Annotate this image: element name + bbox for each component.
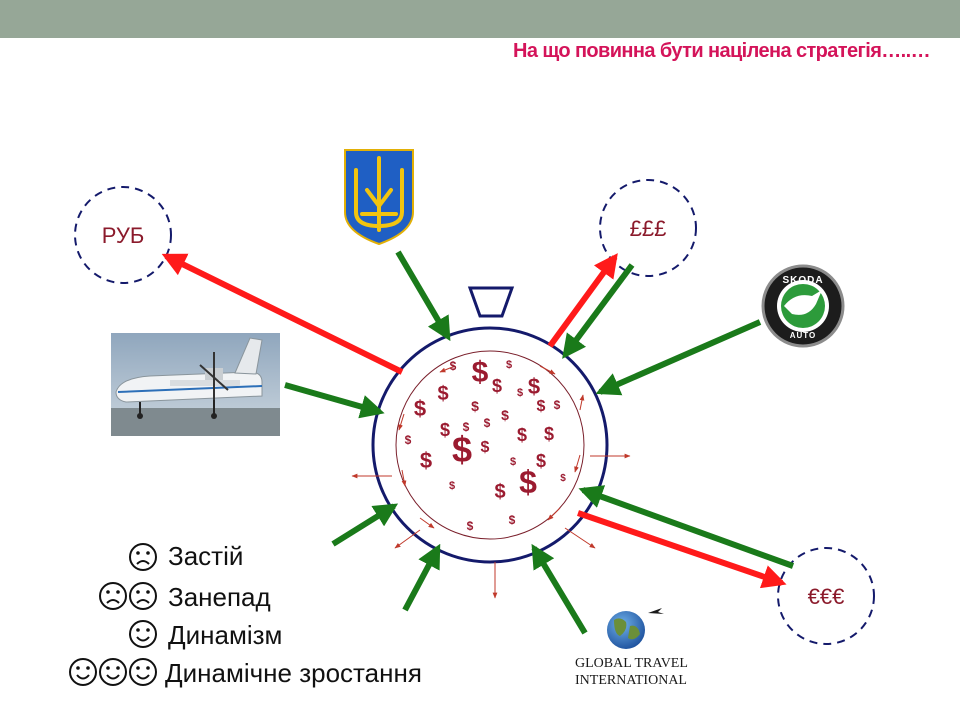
stopwatch-outer-ring — [371, 326, 609, 564]
inflow-arrow-bottom-left-2 — [402, 543, 441, 612]
currency-gbp-label: £££ — [630, 216, 667, 241]
skoda-logo-icon: SKODA AUTO — [761, 264, 845, 348]
dollar-sign: $ — [537, 398, 546, 415]
dollar-sign: $ — [494, 481, 505, 503]
skoda-auto-label: AUTO — [790, 331, 817, 340]
dollar-sign: $ — [509, 513, 516, 527]
dollar-sign: $ — [517, 387, 523, 399]
inflow-arrow-eur — [578, 485, 795, 569]
sad-face-icon — [129, 582, 157, 610]
sad-face-icon — [99, 582, 127, 610]
currency-rub-label: РУБ — [102, 223, 145, 248]
dollar-sign: $ — [484, 416, 491, 430]
skoda-label: SKODA — [782, 275, 823, 286]
stopwatch-inner-ring — [395, 350, 585, 540]
dollar-sign: $ — [452, 429, 472, 470]
inflow-arrow-airplane — [284, 382, 385, 419]
legend-label-stagnation: Застій — [168, 541, 243, 571]
legend-label-dynamism: Динамізм — [168, 620, 282, 650]
stopwatch — [371, 286, 609, 564]
dollar-sign: $ — [517, 425, 527, 445]
outflow-arrow-gbp — [547, 253, 618, 348]
slide-title: На що повинна бути націлена стратегія…..… — [513, 40, 931, 62]
dollar-sign: $ — [510, 456, 516, 468]
legend-label-decline: Занепад — [168, 582, 271, 612]
stopwatch-crown — [467, 286, 515, 318]
smiley-face-icon — [129, 620, 157, 648]
dollar-sign: $ — [440, 420, 450, 440]
dollar-sign: $ — [449, 480, 455, 492]
dollar-sign: $ — [471, 398, 479, 414]
dollar-sign: $ — [492, 376, 502, 396]
dollar-sign: $ — [472, 356, 489, 389]
dollar-sign: $ — [536, 451, 546, 471]
top-band — [0, 0, 960, 38]
inflow-arrow-ukraine — [395, 250, 451, 342]
dollar-sign: $ — [501, 407, 509, 423]
ukraine-coat-of-arms-icon — [344, 149, 414, 246]
inflow-arrow-skoda — [595, 319, 762, 396]
dollar-sign: $ — [467, 519, 474, 533]
dollar-sign: $ — [420, 448, 432, 473]
dollar-sign: $ — [463, 420, 470, 434]
dollar-sign: $ — [481, 439, 490, 456]
inflow-arrow-gbp — [562, 263, 635, 359]
airplane-photo — [111, 333, 280, 436]
smiley-face-icon — [69, 658, 97, 686]
dollar-cloud: $$$$$$$$$$$$$$$$$$$$$$$$$$$$$ — [405, 356, 567, 533]
outflow-arrow-rub — [161, 253, 404, 375]
dollar-sign: $ — [405, 433, 412, 447]
outward-arrows — [351, 453, 631, 599]
smiley-face-icon — [99, 658, 127, 686]
dollar-sign: $ — [414, 396, 426, 421]
dollar-sign: $ — [560, 473, 566, 484]
sad-face-icon — [129, 543, 157, 571]
legend-faces — [69, 543, 157, 686]
rotation-arrows — [398, 365, 585, 529]
legend: Застій Занепад Динамізм Динамічне зроста… — [69, 541, 422, 688]
dollar-sign: $ — [519, 464, 537, 500]
dollar-sign: $ — [554, 398, 561, 412]
inflow-arrow-gti — [531, 543, 588, 635]
dollar-sign: $ — [506, 359, 512, 371]
currency-eur: €€€ — [777, 547, 875, 645]
inflow-arrow-bottom-left-1 — [331, 503, 399, 547]
outflow-arrow-eur — [577, 510, 787, 589]
currency-rub: РУБ — [74, 186, 172, 284]
inflow-arrows — [284, 250, 795, 635]
gti-line1: GLOBAL TRAVEL — [575, 656, 688, 671]
currency-eur-label: €€€ — [808, 584, 845, 609]
currency-gbp: £££ — [599, 179, 697, 277]
legend-label-growth: Динамічне зростання — [165, 658, 422, 688]
global-travel-logo-icon: GLOBAL TRAVEL INTERNATIONAL — [575, 608, 688, 688]
smiley-face-icon — [129, 658, 157, 686]
dollar-sign: $ — [437, 383, 448, 405]
dollar-sign: $ — [528, 374, 540, 399]
dollar-sign: $ — [544, 424, 554, 444]
gti-line2: INTERNATIONAL — [575, 673, 687, 688]
dollar-sign: $ — [450, 359, 457, 373]
outflow-arrows — [161, 253, 787, 589]
